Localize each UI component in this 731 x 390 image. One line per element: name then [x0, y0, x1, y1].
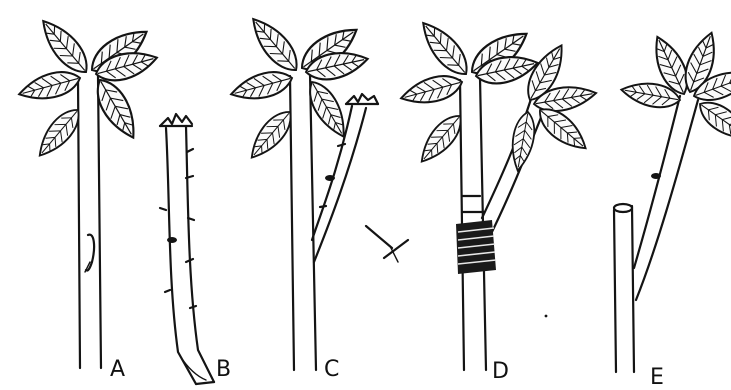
- panel-e-cutback: E: [614, 29, 731, 390]
- tape-wrap: [456, 220, 496, 274]
- panel-c-label: C: [324, 357, 339, 382]
- panel-c-inserted: C: [228, 11, 408, 382]
- panel-e-label: E: [650, 365, 664, 390]
- panel-b-scion: B: [160, 114, 231, 384]
- panel-d-binding: D: [398, 15, 598, 384]
- panel-a-label: A: [110, 357, 125, 382]
- panel-a-rootstock: A: [16, 13, 160, 382]
- panel-d-label: D: [492, 359, 509, 384]
- ink-speck: [545, 315, 548, 318]
- panel-b-label: B: [216, 357, 231, 382]
